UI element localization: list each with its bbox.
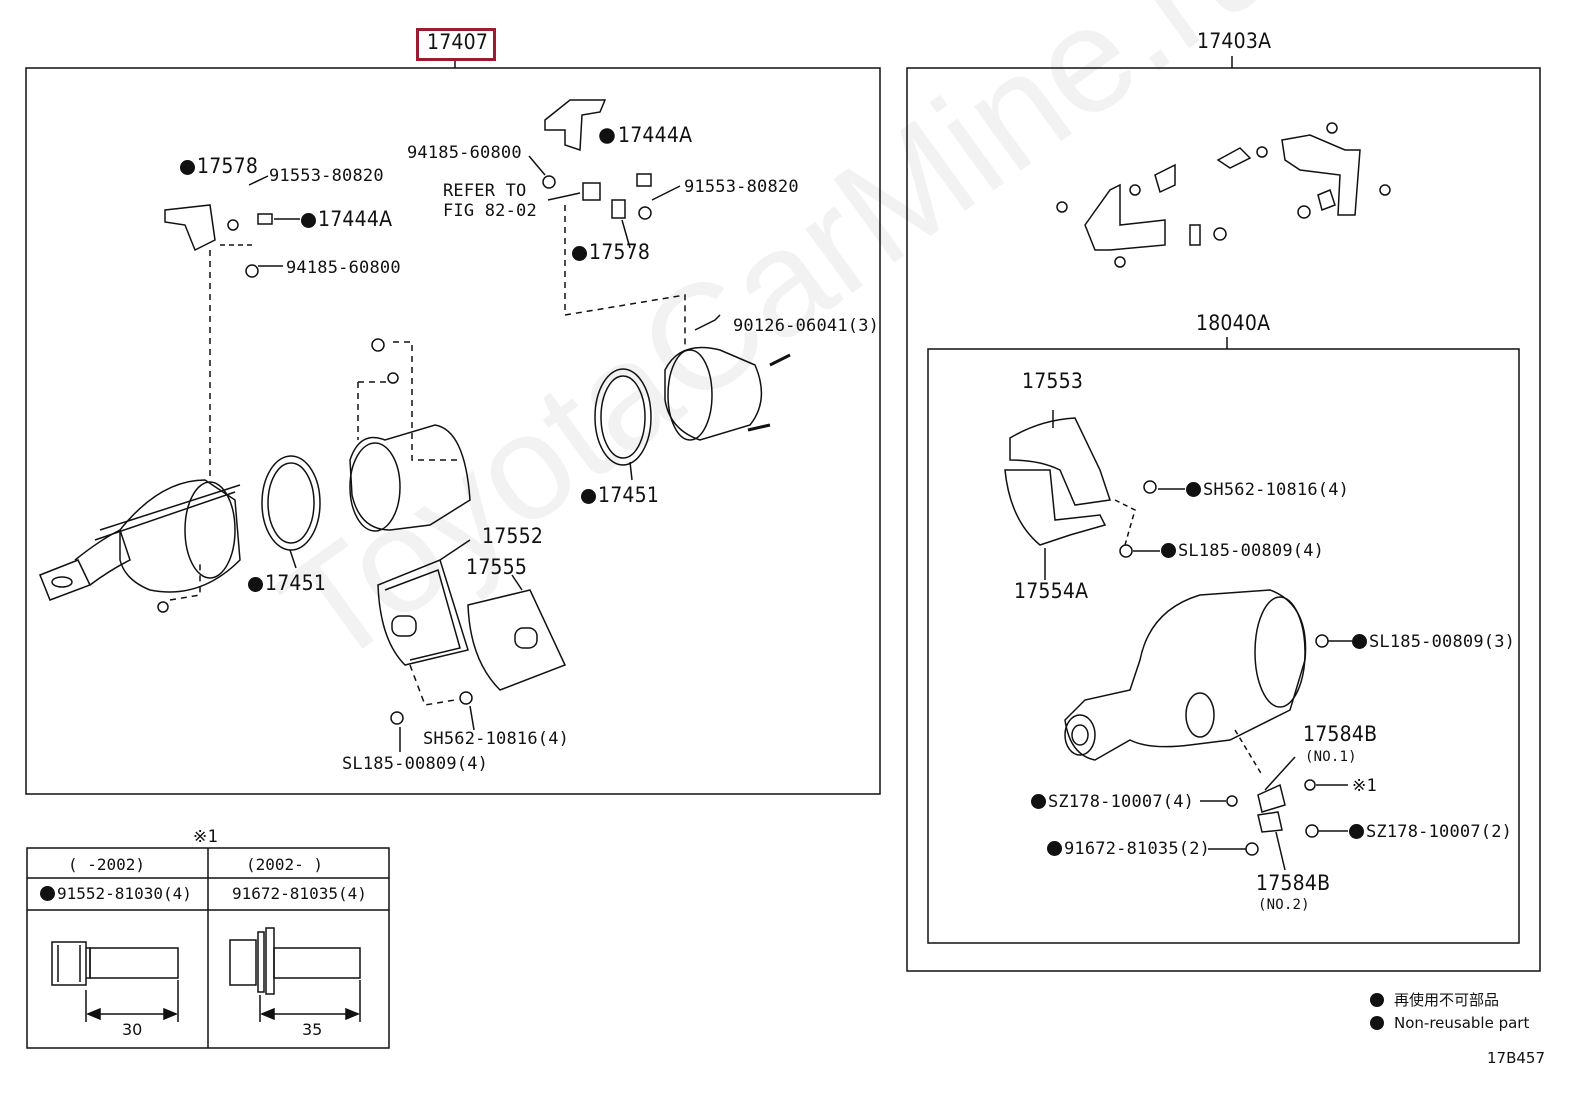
- non-reusable-dot-icon: [1349, 824, 1364, 839]
- non-reusable-dot-icon: [1047, 841, 1062, 856]
- non-reusable-dot-icon: [572, 246, 587, 261]
- part-label-sl185-3[interactable]: SL185-00809(3): [1352, 632, 1515, 652]
- part-label-17584b-no2[interactable]: 17584B: [1256, 871, 1331, 895]
- non-reusable-dot-icon: [40, 886, 55, 901]
- part-label-sl185-left[interactable]: SL185-00809(4): [342, 754, 489, 774]
- part-label-94185-left[interactable]: 94185-60800: [286, 258, 401, 278]
- part-label-91553-top[interactable]: 91553-80820: [269, 166, 384, 186]
- non-reusable-dot-icon: [180, 160, 195, 175]
- non-reusable-dot-icon: [581, 489, 596, 504]
- bolt-table-note: ※1: [193, 827, 218, 847]
- refer-fig-line2[interactable]: FIG 82-02: [443, 201, 537, 221]
- note-ref-1: ※1: [1352, 776, 1377, 796]
- part-label-17584b-no1[interactable]: 17584B: [1303, 722, 1378, 746]
- main-assembly-number[interactable]: 17407: [427, 30, 489, 54]
- part-label-sh562-left[interactable]: SH562-10816(4): [423, 729, 570, 749]
- non-reusable-dot-icon: [1370, 993, 1384, 1007]
- part-label-sz178-4[interactable]: SZ178-10007(4): [1031, 792, 1194, 812]
- part-label-17444a-mid[interactable]: 17444A: [618, 123, 693, 147]
- bolt-table-period-2: (2002- ): [246, 855, 324, 874]
- main-assembly-highlight[interactable]: 17407: [416, 28, 496, 61]
- part-note-no1: (NO.1): [1305, 749, 1357, 765]
- non-reusable-dot-icon: [248, 577, 263, 592]
- non-reusable-dot-icon: [1186, 482, 1201, 497]
- bolt-table-part-2[interactable]: 91672-81035(4): [232, 884, 367, 903]
- part-label-91672[interactable]: 91672-81035(2): [1047, 839, 1210, 859]
- part-label-17578-top[interactable]: 17578: [180, 156, 258, 177]
- part-label-17555[interactable]: 17555: [466, 555, 528, 579]
- bolt-table-part-1[interactable]: 91552-81030(4): [40, 884, 192, 903]
- bolt-length-1: 30: [122, 1020, 143, 1039]
- part-label-17553[interactable]: 17553: [1022, 369, 1084, 393]
- non-reusable-dot-icon: [1161, 543, 1176, 558]
- non-reusable-dot-icon: [1370, 1016, 1384, 1030]
- part-label-17451-right[interactable]: 17451: [581, 485, 659, 506]
- part-label-17578-mid[interactable]: 17578: [572, 242, 650, 263]
- main-frame: [25, 67, 881, 795]
- right-inner-frame: [927, 348, 1520, 944]
- non-reusable-dot-icon: [1352, 634, 1367, 649]
- part-label-91553-mid[interactable]: 91553-80820: [684, 177, 799, 197]
- part-label-sz178-2[interactable]: SZ178-10007(2): [1349, 822, 1512, 842]
- figure-code: 17B457: [1487, 1049, 1546, 1067]
- part-label-90126[interactable]: 90126-06041(3): [733, 316, 880, 336]
- refer-fig-line1[interactable]: REFER TO: [443, 181, 527, 201]
- right-frame: [906, 67, 1541, 972]
- legend-japanese: 再使用不可部品: [1370, 989, 1499, 1010]
- catalytic-converter-drawing: [39, 479, 241, 601]
- bolt-length-2: 35: [302, 1020, 323, 1039]
- part-label-sl185-4[interactable]: SL185-00809(4): [1161, 541, 1324, 561]
- part-label-17552[interactable]: 17552: [482, 524, 544, 548]
- non-reusable-dot-icon: [301, 213, 316, 228]
- part-label-94185-mid[interactable]: 94185-60800: [407, 143, 522, 163]
- part-label-17451-left[interactable]: 17451: [248, 573, 326, 594]
- part-label-sh562-right[interactable]: SH562-10816(4): [1186, 480, 1349, 500]
- part-label-17554a[interactable]: 17554A: [1014, 579, 1089, 603]
- legend-english: Non-reusable part: [1370, 1014, 1529, 1032]
- right-assembly-number[interactable]: 17403A: [1197, 29, 1272, 53]
- right-inner-assembly-number[interactable]: 18040A: [1196, 311, 1271, 335]
- bolt-table-period-1: ( -2002): [68, 855, 146, 874]
- part-note-no2: (NO.2): [1258, 897, 1310, 913]
- non-reusable-dot-icon: [1031, 794, 1046, 809]
- part-label-17444a-left[interactable]: 17444A: [301, 209, 392, 230]
